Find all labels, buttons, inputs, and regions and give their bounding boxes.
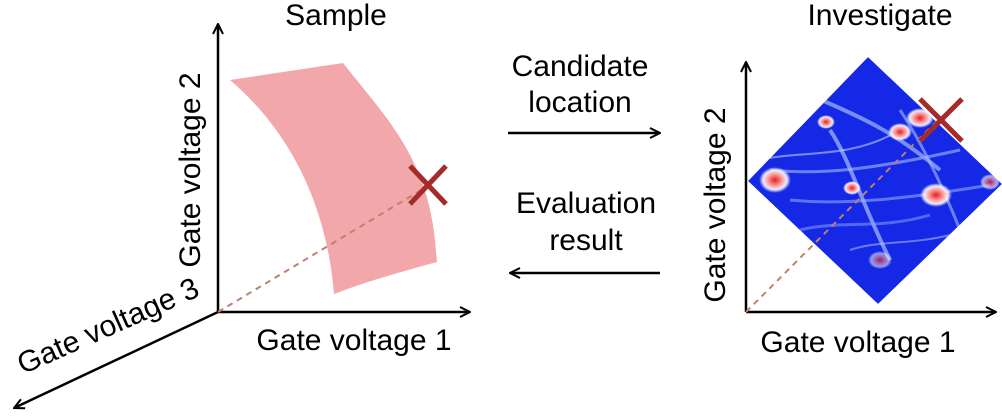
- candidate-marker-left: [408, 164, 448, 206]
- candidate-projection-line-right: [745, 119, 939, 313]
- left-y-axis-label: Gate voltage 2: [174, 72, 207, 267]
- measurement-map: [748, 57, 1002, 304]
- right-x-axis-label: Gate voltage 1: [760, 326, 955, 359]
- right-y-axis-label: Gate voltage 2: [699, 107, 732, 302]
- z-axis-line: [14, 310, 219, 408]
- back-label-line2: result: [549, 224, 623, 257]
- forward-label-line2: location: [528, 86, 631, 119]
- candidate-projection-line: [217, 185, 429, 313]
- candidate-marker-right: [918, 97, 964, 143]
- back-label-line1: Evaluation: [516, 187, 656, 220]
- investigate-title: Investigate: [807, 0, 952, 32]
- sampled-surface: [230, 63, 437, 294]
- sample-title: Sample: [285, 0, 387, 32]
- left-x-axis-label: Gate voltage 1: [256, 324, 451, 357]
- forward-label-line1: Candidate: [512, 50, 649, 83]
